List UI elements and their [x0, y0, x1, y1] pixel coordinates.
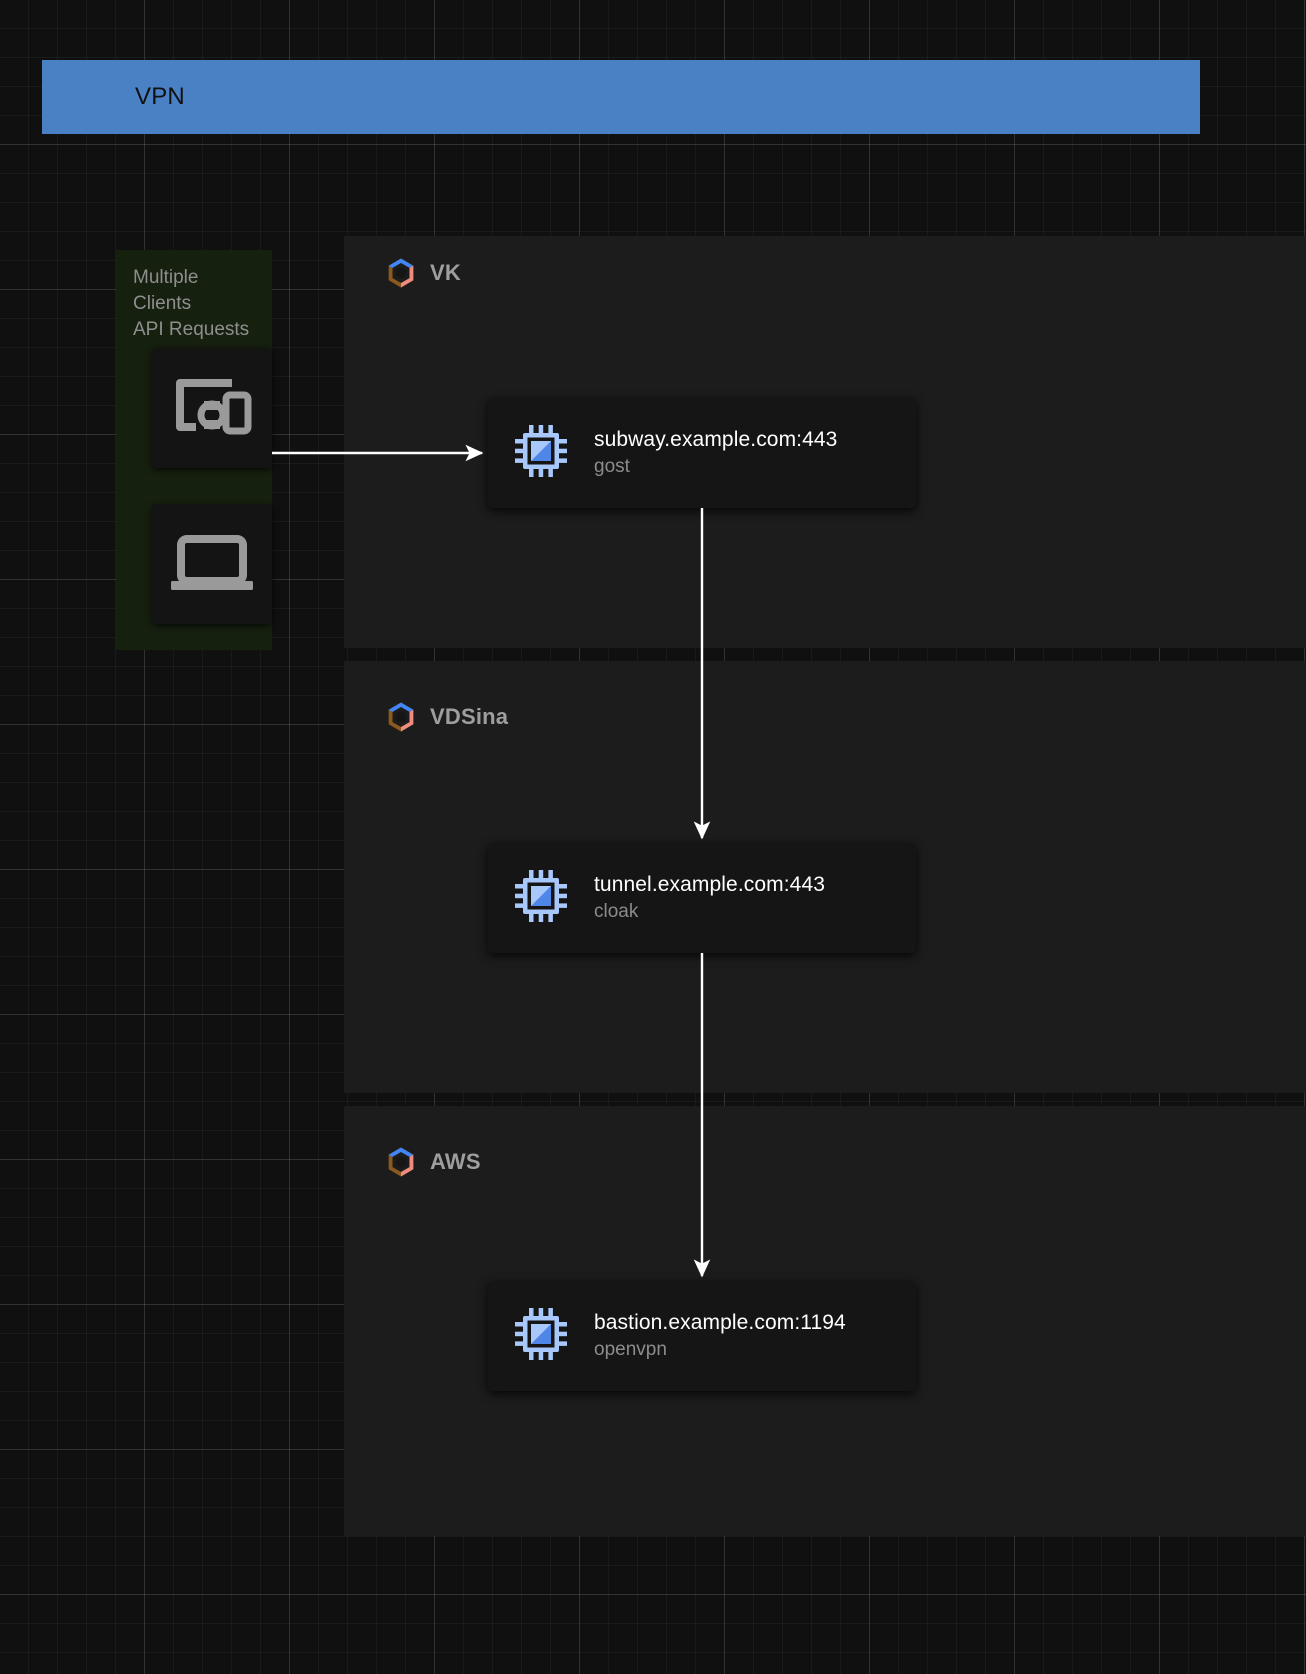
node-subtitle: gost	[594, 456, 630, 477]
laptop-icon	[171, 535, 253, 590]
zone-label-vk: VK	[384, 256, 461, 290]
clients-caption: Multiple Clients API Requests	[133, 265, 283, 343]
node-title: bastion.example.com:1194	[594, 1311, 846, 1334]
hexagon-cloud-logo-icon	[388, 1147, 414, 1177]
node-tunnel[interactable]: tunnel.example.com:443 cloak	[488, 843, 916, 953]
hexagon-cloud-logo-icon	[388, 702, 414, 732]
clients-caption-line-3: API Requests	[133, 319, 250, 340]
zone-label-text: VDSina	[430, 704, 509, 729]
clients-caption-line-2: Clients	[133, 293, 192, 314]
node-subway[interactable]: subway.example.com:443 gost	[488, 398, 916, 508]
vpn-banner[interactable]: VPN	[42, 60, 1200, 134]
hexagon-cloud-logo-icon	[388, 258, 414, 288]
vpn-banner-label: VPN	[135, 83, 185, 110]
node-bastion[interactable]: bastion.example.com:1194 openvpn	[488, 1281, 916, 1391]
cpu-chip-icon	[514, 424, 568, 483]
node-title: subway.example.com:443	[594, 428, 838, 451]
devices-card[interactable]	[152, 348, 272, 468]
zone-label-text: AWS	[430, 1149, 481, 1174]
zone-label-vdsina: VDSina	[384, 700, 508, 734]
zone-label-aws: AWS	[384, 1145, 481, 1179]
cpu-chip-icon	[514, 869, 568, 928]
node-subtitle: cloak	[594, 901, 639, 922]
node-title: tunnel.example.com:443	[594, 873, 826, 896]
node-subtitle: openvpn	[594, 1339, 667, 1360]
zone-label-text: VK	[430, 260, 461, 285]
devices-icon	[176, 379, 252, 435]
laptop-card[interactable]	[152, 504, 272, 624]
clients-caption-line-1: Multiple	[133, 267, 199, 288]
cpu-chip-icon	[514, 1307, 568, 1366]
